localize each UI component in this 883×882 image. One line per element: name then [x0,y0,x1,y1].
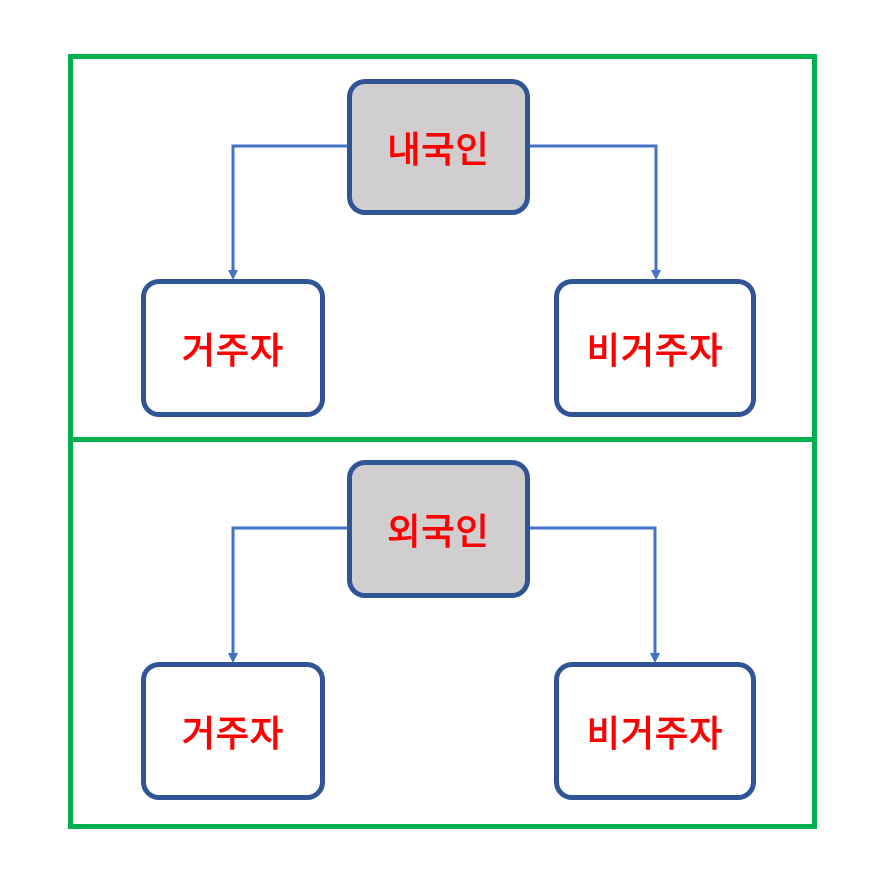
bottom-root-label: 외국인 [387,512,490,553]
bottom-left-label: 거주자 [181,714,285,755]
top-root-node: 내국인 [347,79,530,215]
connector-top-right [528,144,661,280]
bottom-right-label: 비거주자 [586,714,724,755]
top-right-node: 비거주자 [554,279,756,417]
bottom-right-node: 비거주자 [554,662,756,800]
connector-top-left [228,144,350,280]
bottom-left-node: 거주자 [141,662,325,800]
top-right-label: 비거주자 [586,331,724,372]
bottom-root-node: 외국인 [347,460,530,598]
top-left-label: 거주자 [181,331,285,372]
connector-bottom-left [228,526,350,663]
top-root-label: 내국인 [387,130,490,171]
connector-bottom-right [528,526,660,663]
top-left-node: 거주자 [141,279,325,417]
